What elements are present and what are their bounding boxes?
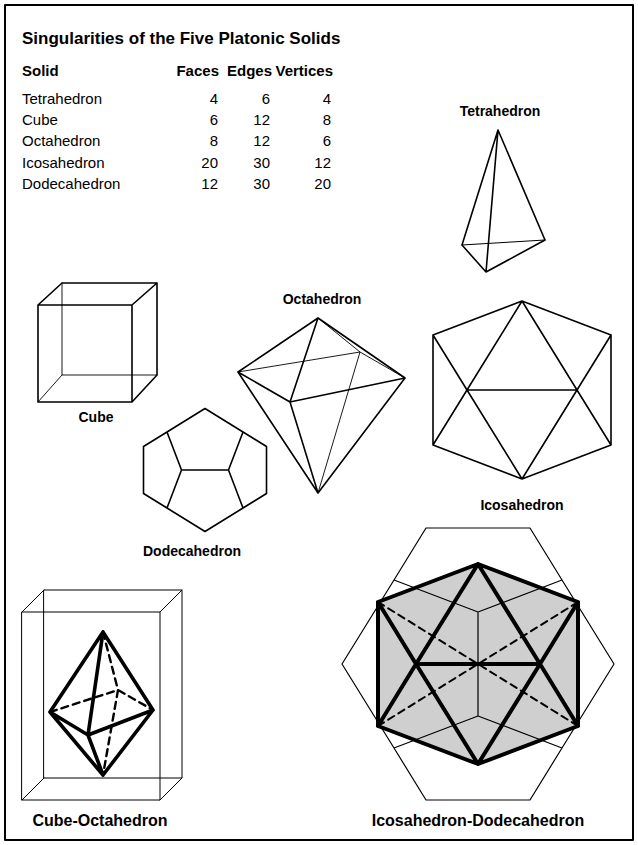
count-cell: 12 bbox=[253, 133, 270, 150]
dodecahedron-figure bbox=[144, 409, 267, 532]
count-cell: 8 bbox=[323, 112, 331, 129]
count-cell: 12 bbox=[201, 176, 218, 193]
cube-outline bbox=[22, 590, 182, 800]
table-header: Edges bbox=[227, 63, 272, 80]
count-cell: 4 bbox=[210, 91, 218, 108]
count-cell: 12 bbox=[314, 155, 331, 172]
count-cell: 12 bbox=[253, 112, 270, 129]
octahedron-back-edges bbox=[238, 318, 405, 493]
inscribed-icosahedron-shade bbox=[378, 564, 578, 764]
count-cell: 20 bbox=[201, 155, 218, 172]
octahedron-figure bbox=[238, 318, 405, 493]
inscribed-icosahedron bbox=[378, 564, 578, 764]
inscribed-octahedron-hidden bbox=[50, 632, 153, 775]
count-cell: 20 bbox=[314, 176, 331, 193]
cube-figure bbox=[38, 283, 157, 402]
count-cell: 8 bbox=[210, 133, 218, 150]
figure-label: Icosahedron bbox=[480, 498, 563, 513]
table-header: Faces bbox=[176, 63, 219, 80]
icosahedron-figure bbox=[433, 301, 611, 479]
table-title: Singularities of the Five Platonic Solid… bbox=[22, 30, 340, 49]
count-cell: 30 bbox=[253, 176, 270, 193]
figure-label: Cube bbox=[79, 410, 114, 425]
solid-name-cell: Dodecahedron bbox=[22, 176, 120, 193]
panel-border bbox=[5, 5, 633, 840]
count-cell: 6 bbox=[262, 91, 270, 108]
solid-name-cell: Octahedron bbox=[22, 133, 100, 150]
inscribed-octahedron bbox=[50, 632, 153, 775]
figure-label: Tetrahedron bbox=[460, 104, 541, 119]
solid-name-cell: Icosahedron bbox=[22, 155, 105, 172]
solid-name-cell: Cube bbox=[22, 112, 58, 129]
dodecahedron-outline bbox=[342, 528, 614, 800]
table-header: Vertices bbox=[275, 63, 333, 80]
figure-label: Icosahedron-Dodecahedron bbox=[372, 812, 584, 830]
tetrahedron-back-edge bbox=[462, 240, 545, 245]
count-cell: 6 bbox=[210, 112, 218, 129]
figure-label: Octahedron bbox=[283, 292, 362, 307]
cube-hidden-edges bbox=[38, 283, 157, 402]
count-cell: 6 bbox=[323, 133, 331, 150]
solid-name-cell: Tetrahedron bbox=[22, 91, 102, 108]
tetrahedron-figure bbox=[462, 130, 545, 272]
figure-label: Cube-Octahedron bbox=[32, 812, 167, 830]
figure-label: Dodecahedron bbox=[143, 544, 241, 559]
table-header: Solid bbox=[22, 63, 59, 80]
count-cell: 30 bbox=[253, 155, 270, 172]
count-cell: 4 bbox=[323, 91, 331, 108]
